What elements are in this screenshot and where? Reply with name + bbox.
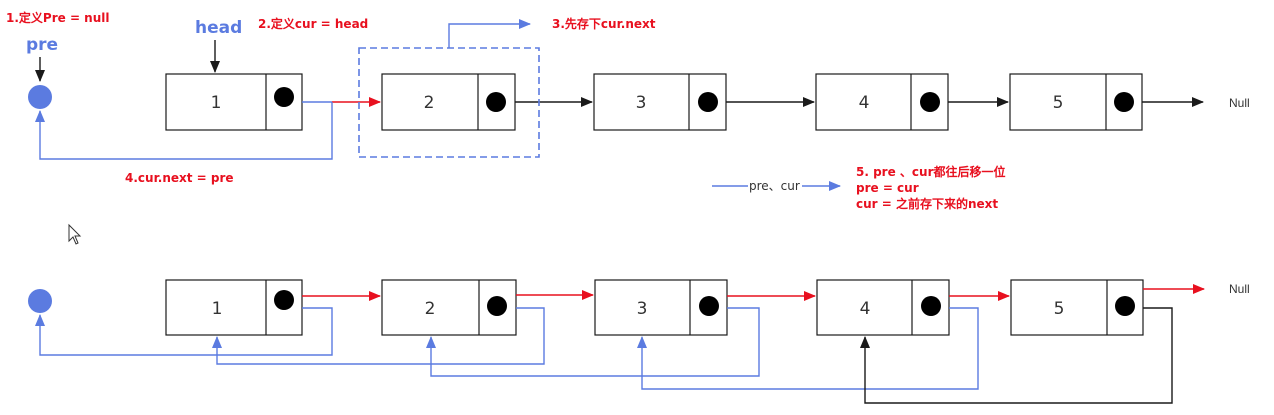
next-pointer-dot xyxy=(1114,92,1134,112)
next-pointer-dot xyxy=(698,92,718,112)
bottom-node-1: 1 xyxy=(165,279,303,336)
top-node-5: 5 xyxy=(1009,73,1143,131)
bottom-null-label: Null xyxy=(1229,282,1250,296)
step5-line2: pre = cur xyxy=(856,181,919,195)
top-node-2: 2 xyxy=(381,73,516,131)
step3-label: 3.先存下cur.next xyxy=(552,16,656,31)
node-value: 5 xyxy=(1053,93,1064,113)
next-pointer-dot xyxy=(486,92,506,112)
next-pointer-dot xyxy=(921,296,941,316)
top-node-1: 1 xyxy=(165,73,303,131)
bottom-node-5: 5 xyxy=(1010,279,1144,336)
node-value: 1 xyxy=(212,299,223,319)
top-node-3: 3 xyxy=(593,73,727,131)
bottom-row: 1 2 3 4 5 xyxy=(28,279,1250,404)
save-next-arrow xyxy=(448,19,531,48)
node5-reverse-arrow xyxy=(860,307,1173,404)
next-pointer-dot xyxy=(699,296,719,316)
node1-reverse-arrow xyxy=(35,307,333,356)
pre-null-dot xyxy=(28,85,52,109)
node-value: 2 xyxy=(425,299,436,319)
mouse-pointer-icon xyxy=(68,223,82,245)
next-pointer-dot xyxy=(1115,296,1135,316)
head-label: head xyxy=(195,18,242,38)
reverse-to-pre-arrow xyxy=(35,102,333,160)
step5-line1: 5. pre 、cur都往后移一位 xyxy=(856,164,1006,179)
bottom-node-3: 3 xyxy=(594,279,728,336)
top-null-label: Null xyxy=(1229,96,1250,110)
node2-reverse-arrow xyxy=(212,307,545,365)
node-value: 4 xyxy=(860,299,871,319)
next-pointer-dot xyxy=(274,87,294,107)
step5-line3: cur = 之前存下来的next xyxy=(856,196,998,211)
node3-reverse-arrow xyxy=(426,307,760,377)
pre-label: pre xyxy=(26,35,58,55)
node-value: 3 xyxy=(637,299,648,319)
top-row: 1.定义Pre = null pre head 2.定义cur = head 1… xyxy=(6,10,1250,211)
bottom-node-4: 4 xyxy=(816,279,950,336)
node-value: 5 xyxy=(1054,299,1065,319)
next-pointer-dot xyxy=(274,290,294,310)
node4-reverse-arrow xyxy=(637,307,979,390)
node-value: 4 xyxy=(859,93,870,113)
node-value: 1 xyxy=(211,93,222,113)
next-pointer-dot xyxy=(920,92,940,112)
bottom-pre-null-dot xyxy=(28,289,52,313)
step2-label: 2.定义cur = head xyxy=(258,16,368,31)
top-node-4: 4 xyxy=(815,73,949,131)
node-value: 3 xyxy=(636,93,647,113)
bottom-node-2: 2 xyxy=(381,279,517,336)
step1-label: 1.定义Pre = null xyxy=(6,10,109,25)
next-pointer-dot xyxy=(487,296,507,316)
step4-label: 4.cur.next = pre xyxy=(125,171,234,185)
legend-label: pre、cur xyxy=(749,179,800,193)
node-value: 2 xyxy=(424,93,435,113)
